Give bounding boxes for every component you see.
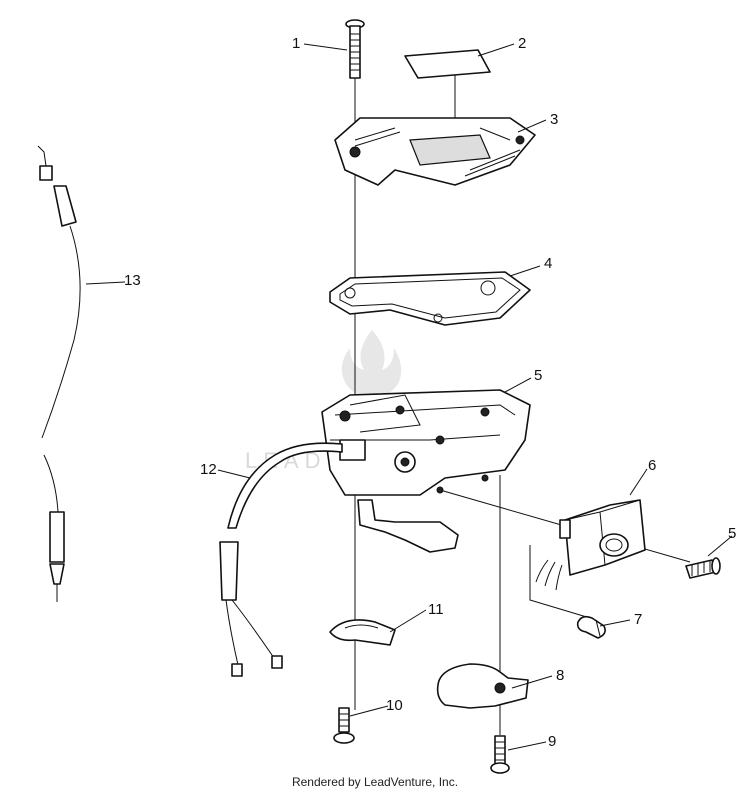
- callout-10: 10: [386, 697, 403, 714]
- part-5-screw-right[interactable]: [685, 557, 721, 579]
- part-6-switch-housing[interactable]: [529, 499, 646, 619]
- callout-9: 9: [548, 733, 556, 750]
- callout-5-right: 5: [728, 525, 736, 542]
- part-2-decal[interactable]: [404, 49, 491, 79]
- callout-12: 12: [200, 461, 217, 478]
- part-9-screw[interactable]: [490, 735, 510, 774]
- callout-11: 11: [428, 601, 444, 618]
- callout-8: 8: [556, 667, 564, 684]
- callout-labels: 1 2 3 4 5 5 6 7 8 9 10 11 12 13: [124, 35, 736, 750]
- callout-1: 1: [292, 35, 300, 52]
- part-1-screw[interactable]: [345, 19, 365, 79]
- part-13-throttle-cable[interactable]: [37, 145, 81, 602]
- callout-5-top: 5: [534, 367, 542, 384]
- callout-3: 3: [550, 111, 558, 128]
- part-8-clamp[interactable]: [436, 663, 529, 709]
- part-11-spring-plate[interactable]: [329, 619, 396, 646]
- part-3-top-cover[interactable]: [334, 117, 536, 186]
- part-12-wire-harness[interactable]: [219, 442, 343, 677]
- footer-credit: Rendered by LeadVenture, Inc.: [291, 775, 459, 789]
- part-5-throttle-housing[interactable]: [321, 389, 531, 553]
- callout-4: 4: [544, 255, 552, 272]
- callout-6: 6: [648, 457, 656, 474]
- callout-7: 7: [634, 611, 642, 628]
- part-4-gasket[interactable]: [329, 271, 531, 326]
- leader-lines: [85, 43, 733, 751]
- part-10-screw[interactable]: [333, 707, 355, 744]
- part-7-bulb[interactable]: [576, 615, 606, 639]
- callout-13: 13: [124, 272, 141, 289]
- callout-2: 2: [518, 35, 526, 52]
